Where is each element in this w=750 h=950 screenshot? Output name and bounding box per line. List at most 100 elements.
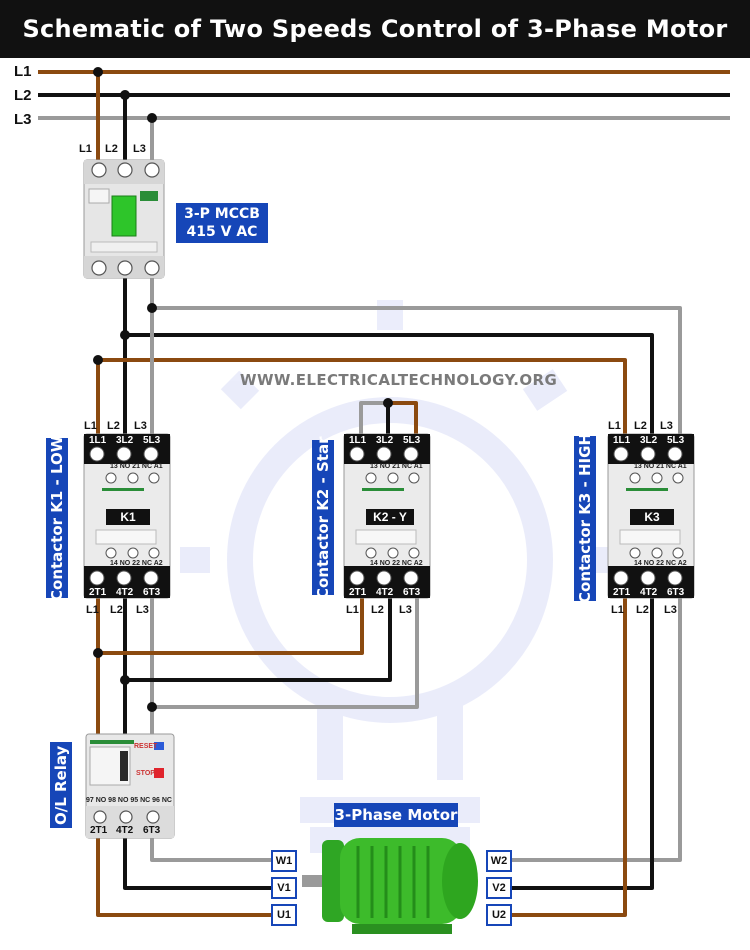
aux-screw (127, 472, 139, 484)
contactor-window (95, 529, 157, 545)
contactor-window (619, 529, 681, 545)
k2-top-term: 5L3 (403, 435, 421, 446)
contactor-window (355, 529, 417, 545)
contactor-screw (89, 446, 105, 462)
overload-reset-label: RESET (134, 743, 158, 750)
contactor-screw (640, 570, 656, 586)
aux-screw (651, 547, 663, 559)
contactor-k2[interactable] (343, 433, 431, 599)
k2-out-l2: L2 (371, 604, 384, 616)
k1-bottom-term: 6T3 (143, 587, 161, 598)
aux-screw (387, 472, 399, 484)
website-url: WWW.ELECTRICALTECHNOLOGY.ORG (240, 371, 558, 389)
k3-out-l2: L2 (636, 604, 649, 616)
contactor-screw (143, 446, 159, 462)
overload-relay[interactable] (85, 733, 175, 839)
k3-aux-top: 13 NO 21 NC A1 (634, 463, 687, 470)
k1-top-term: 5L3 (143, 435, 161, 446)
motor-term-w2[interactable]: W2 (486, 850, 512, 872)
motor-term-v1[interactable]: V1 (271, 877, 297, 899)
k1-out-l1: L1 (86, 604, 99, 616)
title-bar: Schematic of Two Speeds Control of 3-Pha… (0, 0, 750, 58)
k1-in-l3: L3 (134, 420, 147, 432)
k1-name: Contactor K1 - LOW (46, 435, 68, 601)
overload-stop-label: STOP (136, 770, 155, 777)
contactor-screw (667, 446, 683, 462)
contactor-screw (376, 446, 392, 462)
k2-top-term: 1L1 (349, 435, 367, 446)
junction-dot (147, 303, 157, 313)
contactor-screw (89, 570, 105, 586)
wire-l3 (359, 401, 388, 437)
aux-screw (365, 472, 377, 484)
aux-screw (672, 472, 684, 484)
aux-screw (672, 547, 684, 559)
overload-term-4t2: 4T2 (116, 825, 134, 836)
k3-out-l1: L1 (611, 604, 624, 616)
k1-in-l1: L1 (84, 420, 97, 432)
contactor-screw (376, 570, 392, 586)
k2-tag: K2 - Y (366, 509, 414, 525)
k3-bottom-term: 2T1 (613, 587, 631, 598)
aux-screw (105, 547, 117, 559)
mccb-term-l2: L2 (105, 143, 118, 155)
aux-screw (148, 472, 160, 484)
k3-name: Contactor K3 - HIGH (574, 433, 596, 604)
k3-top-term: 3L2 (640, 435, 658, 446)
k3-out-l3: L3 (664, 604, 677, 616)
aux-screw (105, 472, 117, 484)
junction-dot (147, 702, 157, 712)
k1-top-term: 3L2 (116, 435, 134, 446)
motor-term-w1[interactable]: W1 (271, 850, 297, 872)
k3-top-term: 1L1 (613, 435, 631, 446)
motor-term-v2[interactable]: V2 (486, 877, 512, 899)
junction-dot (120, 90, 130, 100)
wire-l2 (123, 838, 271, 890)
mccb[interactable] (83, 159, 165, 279)
mccb-term-l1: L1 (79, 143, 92, 155)
k3-tag: K3 (630, 509, 674, 525)
contactor-screw (143, 570, 159, 586)
aux-screw (651, 472, 663, 484)
brand-stripe (362, 488, 404, 491)
page-title: Schematic of Two Speeds Control of 3-Pha… (22, 15, 728, 43)
k2-bottom-term: 6T3 (403, 587, 421, 598)
k1-out-l3: L3 (136, 604, 149, 616)
motor-body (302, 838, 478, 934)
k1-out-l2: L2 (110, 604, 123, 616)
aux-screw (148, 547, 160, 559)
mccb-label: 3-P MCCB 415 V AC (176, 203, 268, 243)
k2-bottom-term: 2T1 (349, 587, 367, 598)
overload-term-6t3: 6T3 (143, 825, 161, 836)
motor-term-u1[interactable]: U1 (271, 904, 297, 926)
k3-in-l1: L1 (608, 420, 621, 432)
contactor-screw (349, 570, 365, 586)
k1-top-term: 1L1 (89, 435, 107, 446)
contactor-screw (667, 570, 683, 586)
contactor-screw (403, 446, 419, 462)
overload-aux-label: 97 NO 98 NO 95 NC 96 NC (86, 797, 172, 804)
k3-in-l3: L3 (660, 420, 673, 432)
wire-l2 (125, 333, 654, 437)
junction-dot (93, 648, 103, 658)
junction-dots (93, 67, 393, 712)
k3-bottom-term: 4T2 (640, 587, 658, 598)
aux-screw (387, 547, 399, 559)
aux-screw (629, 472, 641, 484)
aux-screw (408, 547, 420, 559)
wire-l2 (510, 596, 654, 890)
contactor-screw (116, 446, 132, 462)
k2-top-term: 3L2 (376, 435, 394, 446)
k3-bottom-term: 6T3 (667, 587, 685, 598)
aux-screw (127, 547, 139, 559)
k2-name: Contactor K2 - Star (312, 436, 334, 599)
wire-l3 (152, 306, 682, 437)
motor-term-u2[interactable]: U2 (486, 904, 512, 926)
junction-dot (383, 398, 393, 408)
k2-aux-bottom: 14 NO 22 NC A2 (370, 560, 423, 567)
bus-label-l3: L3 (14, 111, 32, 128)
contactor-screw (613, 570, 629, 586)
wire-l2 (125, 596, 392, 682)
junction-dot (120, 330, 130, 340)
